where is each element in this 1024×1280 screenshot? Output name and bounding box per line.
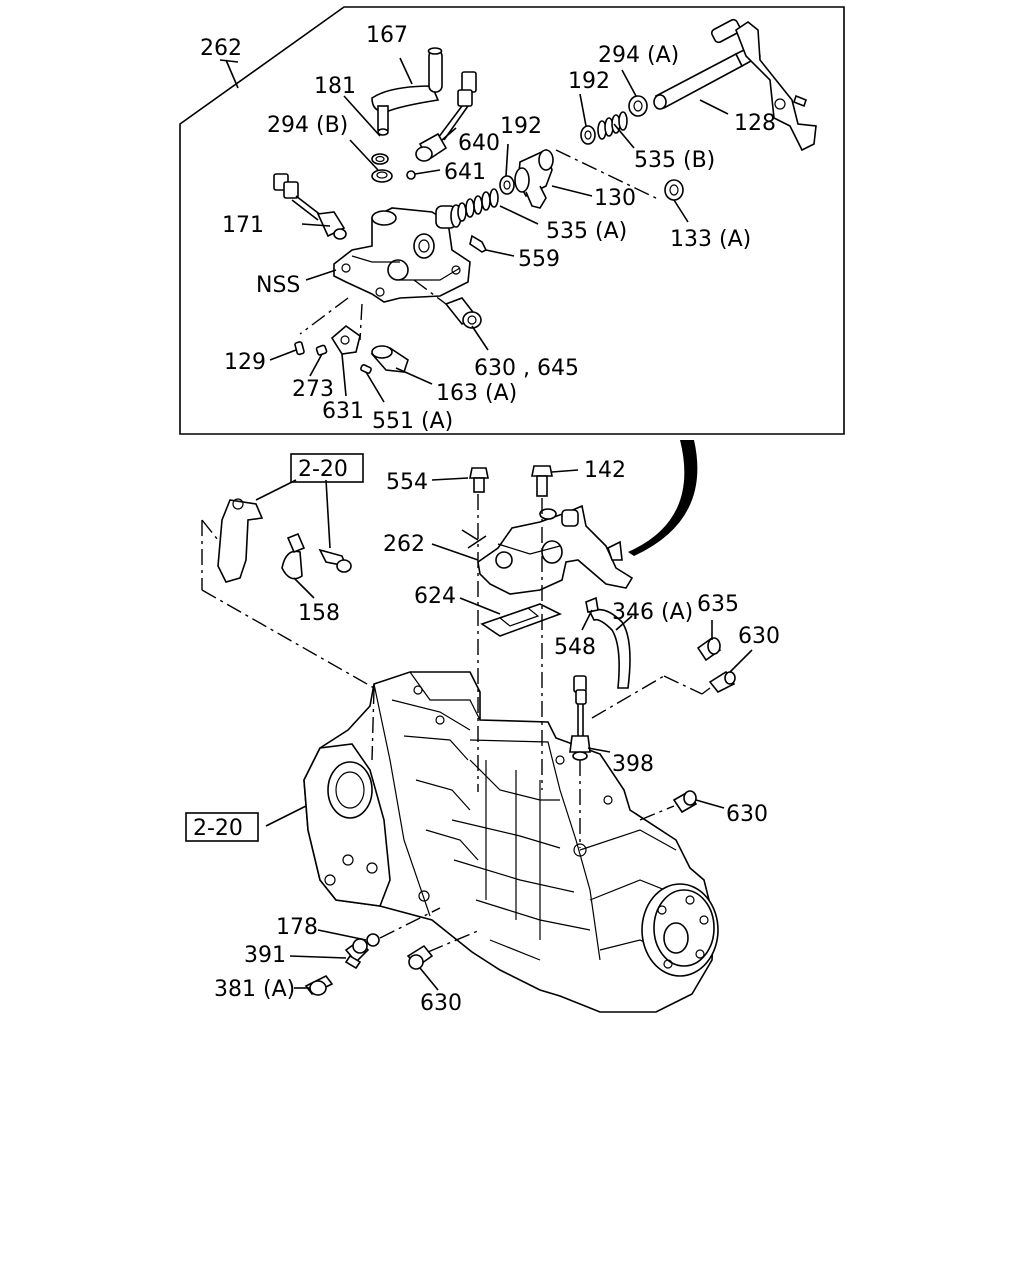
callout-262: 262: [200, 36, 242, 61]
ref-box-2-20-top: 2-20: [290, 453, 364, 483]
callout-554: 554: [386, 470, 428, 495]
shift-housing-nss: [333, 204, 471, 303]
callout-273: 273: [292, 377, 334, 402]
callout-178: 178: [276, 915, 318, 940]
switch-171: [273, 173, 347, 240]
callout-635: 635: [697, 592, 739, 617]
callout-294b: 294 (B): [267, 113, 348, 138]
assembly-leader-lines: [201, 469, 753, 991]
plate-624: [480, 603, 563, 637]
callout-391: 391: [244, 943, 286, 968]
callout-262: 262: [383, 532, 425, 557]
callout-192: 192: [500, 114, 542, 139]
plug-635: [696, 636, 722, 662]
shift-housing-262: [461, 504, 634, 595]
washer-294a: [628, 95, 648, 117]
inset-leader-lines: [219, 57, 729, 403]
spring-535a: [457, 188, 499, 222]
callout-130: 130: [594, 186, 636, 211]
shaft-128: [653, 18, 817, 152]
callout-294a: 294 (A): [598, 43, 679, 68]
sensor-640: [415, 71, 477, 162]
callout-nss: NSS: [256, 273, 300, 298]
bolt-630-right-middle: [672, 790, 698, 814]
ref-box-2-20-left: 2-20: [185, 812, 259, 842]
hose-346a: [585, 596, 631, 689]
bolt-630-645: [444, 297, 482, 329]
sensor-391: [344, 938, 370, 970]
callout-129: 129: [224, 350, 266, 375]
washer-192-upper: [580, 125, 596, 145]
shift-lever-167: [371, 47, 443, 136]
pin-559: [469, 234, 488, 253]
callout-158: 158: [298, 601, 340, 626]
callout-548: 548: [554, 635, 596, 660]
callout-142: 142: [584, 458, 626, 483]
sensor-398: [569, 675, 591, 761]
callout-171: 171: [222, 213, 264, 238]
callout-167: 167: [366, 23, 408, 48]
callout-128: 128: [734, 111, 776, 136]
ball-641: [406, 170, 416, 180]
callout-559: 559: [518, 247, 560, 272]
callout-181: 181: [314, 74, 356, 99]
callout-346a: 346 (A): [612, 600, 693, 625]
curved-arrow: [628, 440, 698, 556]
washer-133a: [664, 179, 684, 201]
oring-178: [366, 933, 380, 947]
callout-630: 630: [420, 991, 462, 1016]
callout-551a: 551 (A): [372, 409, 453, 434]
callout-630-645: 630 , 645: [474, 356, 579, 381]
callout-535b: 535 (B): [634, 148, 715, 173]
callout-641: 641: [444, 160, 486, 185]
callout-labels: 262 167 181 294 (B) 294 (A) 192 192 640 …: [200, 23, 780, 1016]
transmission-case: [303, 671, 715, 1013]
callout-631: 631: [322, 399, 364, 424]
callout-535a: 535 (A): [546, 219, 627, 244]
ref-label: 2-20: [298, 457, 348, 482]
callout-640: 640: [458, 131, 500, 156]
callout-381a: 381 (A): [214, 977, 295, 1002]
bolt-142: [531, 465, 553, 497]
callout-630: 630: [738, 624, 780, 649]
output-flange: [641, 883, 719, 977]
bolt-630-right-upper: [708, 670, 736, 694]
callout-624: 624: [414, 584, 456, 609]
detail-inset-frame: [179, 6, 845, 435]
bolt-381a: [304, 974, 334, 996]
washer-294b: [371, 153, 393, 183]
callout-133a: 133 (A): [670, 227, 751, 252]
small-parts-lower-inset: [294, 324, 409, 374]
bracket-158: [217, 498, 352, 583]
callout-630: 630: [726, 802, 768, 827]
block-130: [514, 148, 554, 209]
callout-192: 192: [568, 69, 610, 94]
washer-192-lower: [499, 175, 515, 195]
bolt-554: [469, 467, 489, 493]
bolt-630-lower: [406, 944, 434, 970]
callout-163a: 163 (A): [436, 381, 517, 406]
callout-398: 398: [612, 752, 654, 777]
ref-label: 2-20: [193, 816, 243, 841]
